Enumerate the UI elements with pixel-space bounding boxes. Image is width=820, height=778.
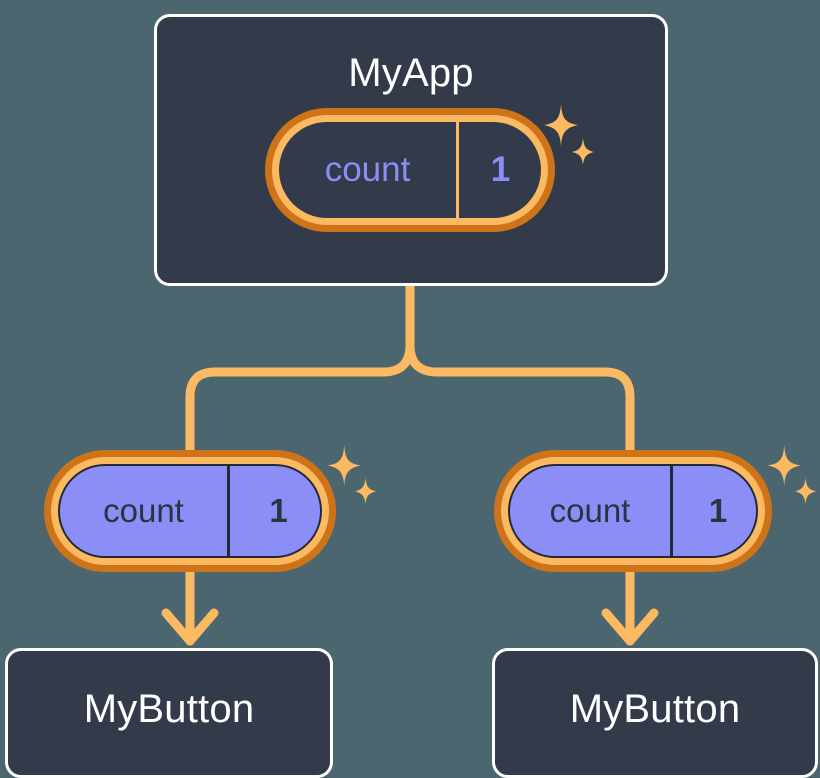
state-value-label: 1 xyxy=(456,122,541,218)
wire-fork-left xyxy=(185,340,415,457)
state-pill-right: count 1 xyxy=(494,450,772,572)
arrow-right-head xyxy=(601,608,659,646)
state-pill-right-inner: count 1 xyxy=(508,464,758,558)
state-key-label: count xyxy=(549,492,631,529)
component-title-mybutton: MyButton xyxy=(83,687,255,731)
component-title-myapp: MyApp xyxy=(348,51,474,95)
component-title-mybutton: MyButton xyxy=(569,687,741,731)
state-value-label: 1 xyxy=(227,466,320,556)
component-card-mybutton-left: MyButton xyxy=(5,648,333,778)
state-pill-left-inner: count 1 xyxy=(58,464,322,558)
state-pill-myapp: count 1 xyxy=(265,108,555,232)
state-pill-myapp-inner: count 1 xyxy=(279,122,541,218)
state-key-label: count xyxy=(103,492,184,529)
component-card-mybutton-right: MyButton xyxy=(492,648,818,778)
wire-fork-right xyxy=(405,340,635,457)
arrow-left-head xyxy=(161,608,219,646)
state-key-label: count xyxy=(324,150,411,189)
state-value-label: 1 xyxy=(670,466,756,556)
state-pill-left: count 1 xyxy=(44,450,336,572)
